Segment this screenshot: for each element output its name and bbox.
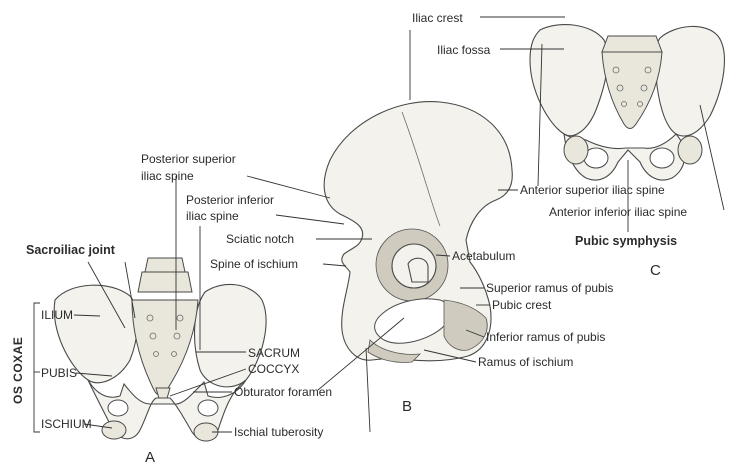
label-coccyx: COCCYX [248, 362, 299, 376]
label-anterior-inferior-iliac-spine: Anterior inferior iliac spine [549, 205, 687, 219]
label-superior-ramus-of-pubis: Superior ramus of pubis [486, 281, 613, 295]
label-posterior-superior-iliac-spine-2: iliac spine [141, 169, 194, 183]
label-posterior-superior-iliac-spine: Posterior superior [141, 152, 236, 166]
label-ischium: ISCHIUM [41, 417, 92, 431]
label-anterior-superior-iliac-spine: Anterior superior iliac spine [520, 183, 665, 197]
label-inferior-ramus-of-pubis: Inferior ramus of pubis [486, 330, 605, 344]
label-sacroiliac-joint: Sacroiliac joint [26, 243, 116, 257]
label-acetabulum: Acetabulum [452, 249, 515, 263]
panel-letter-c: C [650, 262, 661, 279]
label-pubic-crest: Pubic crest [492, 298, 552, 312]
label-os-coxae: OS COXAE [11, 337, 25, 404]
panel-letter-a: A [145, 449, 155, 466]
label-obturator-foramen: Obturator foramen [234, 385, 332, 399]
label-posterior-inferior-iliac-spine: Posterior inferior [186, 193, 274, 207]
label-pubic-symphysis: Pubic symphysis [575, 234, 677, 248]
label-sacrum: SACRUM [248, 346, 300, 360]
label-posterior-inferior-iliac-spine-2: iliac spine [186, 209, 239, 223]
figure-a-pelvis-posterior [54, 258, 266, 441]
label-ischial-tuberosity: Ischial tuberosity [234, 425, 323, 439]
figure-c-pelvis-anterior [530, 25, 724, 180]
label-spine-of-ischium: Spine of ischium [210, 257, 298, 271]
label-pubis: PUBIS [41, 366, 77, 380]
figure-b-hip-bone-lateral [324, 102, 512, 363]
label-ilium: ILIUM [41, 308, 73, 322]
label-sciatic-notch: Sciatic notch [226, 232, 294, 246]
label-ramus-of-ischium: Ramus of ischium [478, 355, 573, 369]
panel-letter-b: B [402, 398, 412, 415]
label-iliac-fossa: Iliac fossa [437, 43, 491, 57]
label-iliac-crest: Iliac crest [412, 11, 463, 25]
